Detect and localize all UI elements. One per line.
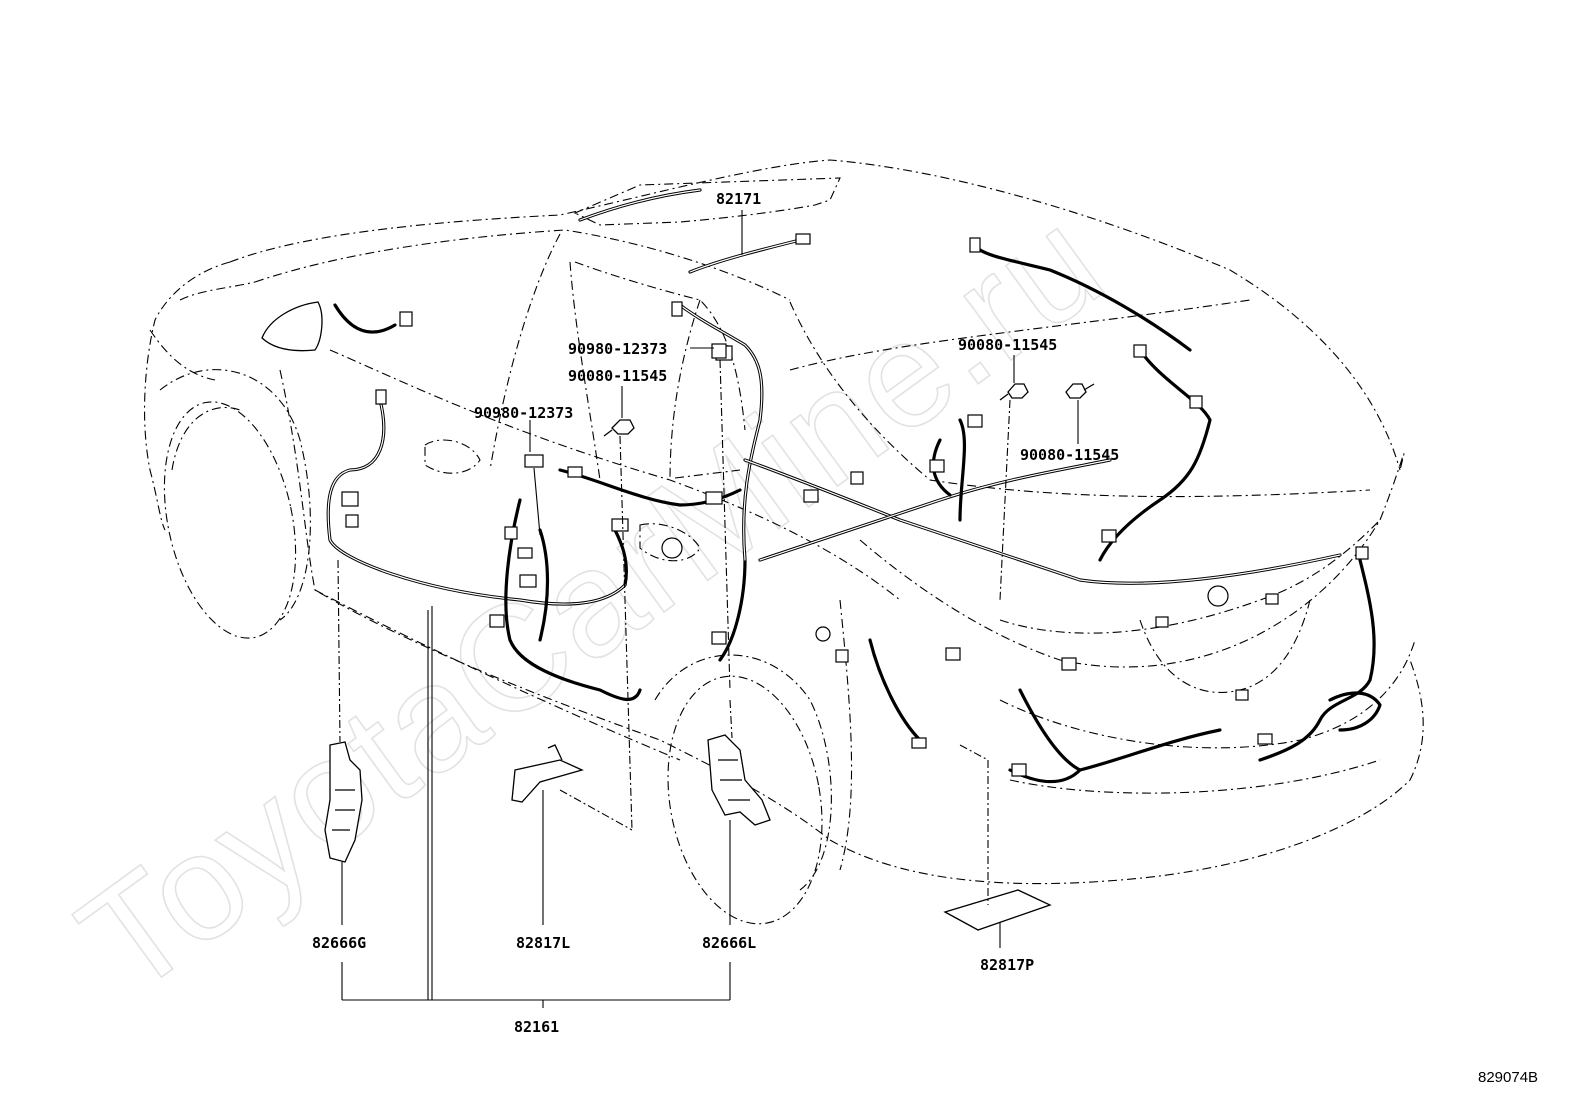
leader-lines [337,210,1079,1008]
diagram-id: 829074B [1478,1069,1538,1086]
label-82666L: 82666L [702,934,756,952]
part-82666G [324,741,363,863]
grommet-icon [711,343,727,359]
label-82171: 82171 [716,190,761,208]
bolt-icon [1065,383,1095,399]
bolt-clips [603,343,1095,437]
part-82817P [943,889,1052,931]
label-82161: 82161 [514,1018,559,1036]
label-90980-12373-top: 90980-12373 [568,340,667,358]
label-82817L: 82817L [516,934,570,952]
bolt-icon [603,419,635,437]
label-90080-11545-left: 90080-11545 [568,367,667,385]
part-82666L [707,734,771,826]
label-90980-12373-left: 90980-12373 [474,404,573,422]
part-labels: 82171 90980-12373 90080-11545 90980-1237… [312,190,1538,1086]
label-90080-11545-right-top: 90080-11545 [958,336,1057,354]
connectors [341,233,1369,777]
bolt-icon [999,383,1029,401]
label-90080-11545-right-lower: 90080-11545 [1020,446,1119,464]
label-82666G: 82666G [312,934,366,952]
part-82817L [511,744,584,803]
label-82817P: 82817P [980,956,1034,974]
